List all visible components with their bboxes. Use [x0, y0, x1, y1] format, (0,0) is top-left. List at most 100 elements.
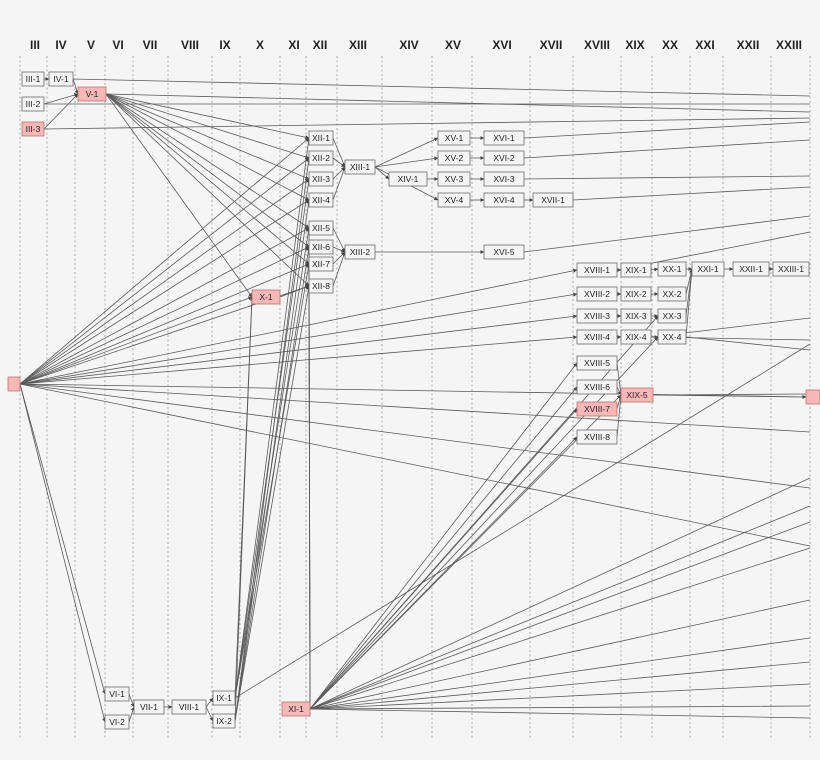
node-label: XVIII-7	[584, 404, 610, 414]
node-xii-7[interactable]: XII-7	[308, 256, 334, 272]
node-box	[620, 262, 652, 278]
node-xx-2[interactable]: XX-2	[657, 286, 687, 302]
node-ix-2[interactable]: IX-2	[212, 713, 236, 729]
column-header: XII	[313, 38, 328, 52]
node-xviii-4[interactable]: XVIII-4	[576, 329, 618, 345]
node-label: XX-3	[663, 311, 682, 321]
node-label: XX-2	[663, 289, 682, 299]
node-xix-3[interactable]: XIX-3	[620, 308, 652, 324]
node-xii-2[interactable]: XII-2	[308, 150, 334, 166]
node-xviii-1[interactable]: XVIII-1	[576, 262, 618, 278]
node-ix-1[interactable]: IX-1	[212, 690, 236, 706]
node-label: XIX-3	[625, 311, 647, 321]
node-label: XIX-1	[625, 265, 647, 275]
node-xvi-2[interactable]: XVI-2	[483, 150, 525, 166]
node-xvi-4[interactable]: XVI-4	[483, 192, 525, 208]
node-xi-1[interactable]: XI-1	[281, 701, 311, 717]
node-label: XIII-2	[350, 247, 371, 257]
node-viii-1[interactable]: VIII-1	[171, 699, 207, 715]
node-xxii-1[interactable]: XXII-1	[732, 261, 770, 277]
node-label: XV-4	[445, 195, 464, 205]
node-left-hub[interactable]	[7, 376, 21, 392]
node-box	[308, 150, 334, 166]
column-header: VII	[143, 38, 158, 52]
node-xv-2[interactable]: XV-2	[437, 150, 471, 166]
edge-IX-2-to-XII-4	[234, 199, 311, 722]
node-xxiii-1[interactable]: XXIII-1	[772, 261, 810, 277]
node-xxi-1[interactable]: XXI-1	[691, 261, 725, 277]
node-vi-2[interactable]: VI-2	[104, 714, 130, 730]
node-xix-5[interactable]: XIX-5	[620, 387, 654, 403]
node-right-edge-node[interactable]	[805, 389, 820, 405]
node-xii-4[interactable]: XII-4	[308, 192, 334, 208]
node-iii-2[interactable]: III-2	[21, 96, 45, 112]
node-xviii-8[interactable]: XVIII-8	[576, 429, 618, 445]
offscreen-edge	[19, 383, 811, 489]
node-xix-1[interactable]: XIX-1	[620, 262, 652, 278]
edge-VI-2-to-VII-1	[128, 706, 135, 723]
node-xx-3[interactable]: XX-3	[657, 308, 687, 324]
node-box	[437, 130, 471, 146]
node-xviii-7[interactable]: XVIII-7	[576, 401, 618, 417]
edge-XI-1-to-XX-3	[309, 315, 659, 710]
node-xviii-2[interactable]: XVIII-2	[576, 286, 618, 302]
node-label: XIX-4	[625, 332, 647, 342]
edge-IX-1-to-XII-7	[234, 263, 311, 699]
node-label: XII-1	[312, 133, 330, 143]
offscreen-edge	[309, 637, 811, 710]
node-xiii-1[interactable]: XIII-1	[344, 159, 376, 175]
node-vii-1[interactable]: VII-1	[133, 699, 165, 715]
node-box	[344, 244, 376, 260]
node-xx-1[interactable]: XX-1	[657, 261, 687, 277]
node-xii-3[interactable]: XII-3	[308, 171, 334, 187]
node-xii-1[interactable]: XII-1	[308, 130, 334, 146]
node-label: XIII-1	[350, 162, 371, 172]
node-xiv-1[interactable]: XIV-1	[388, 171, 428, 187]
offscreen-edge	[19, 383, 811, 433]
offscreen-edge	[309, 683, 811, 710]
edge-III-2-to-V-1	[43, 93, 79, 105]
node-xv-4[interactable]: XV-4	[437, 192, 471, 208]
node-xvii-1[interactable]: XVII-1	[532, 192, 574, 208]
node-xviii-3[interactable]: XVIII-3	[576, 308, 618, 324]
node-iii-3[interactable]: III-3	[21, 121, 45, 137]
node-iv-1[interactable]: IV-1	[48, 71, 74, 87]
node-xiii-2[interactable]: XIII-2	[344, 244, 376, 260]
column-header: VI	[112, 38, 123, 52]
node-xii-6[interactable]: XII-6	[308, 239, 334, 255]
node-xv-3[interactable]: XV-3	[437, 171, 471, 187]
node-xvi-3[interactable]: XVI-3	[483, 171, 525, 187]
column-header: XXI	[695, 38, 714, 52]
node-xvi-1[interactable]: XVI-1	[483, 130, 525, 146]
edge-IX-2-to-X-1	[234, 296, 254, 722]
node-box	[7, 376, 21, 392]
node-xii-5[interactable]: XII-5	[308, 220, 334, 236]
node-xv-1[interactable]: XV-1	[437, 130, 471, 146]
node-box	[483, 192, 525, 208]
node-label: XV-3	[445, 174, 464, 184]
edge-XI-1-to-XII-8	[307, 285, 312, 710]
node-label: IV-1	[53, 74, 68, 84]
node-label: XV-1	[445, 133, 464, 143]
node-box	[171, 699, 207, 715]
node-iii-1[interactable]: III-1	[21, 71, 45, 87]
node-xix-4[interactable]: XIX-4	[620, 329, 652, 345]
node-xviii-5[interactable]: XVIII-5	[576, 355, 618, 371]
node-label: VI-1	[109, 689, 125, 699]
edge-XVIII-8-to-XIX-5	[616, 394, 623, 438]
node-xix-2[interactable]: XIX-2	[620, 286, 652, 302]
node-xii-8[interactable]: XII-8	[308, 278, 334, 294]
edge-V-1-to-XII-4	[105, 93, 310, 201]
node-v-1[interactable]: V-1	[77, 86, 107, 102]
node-x-1[interactable]: X-1	[251, 289, 281, 305]
node-xviii-6[interactable]: XVIII-6	[576, 379, 618, 395]
node-label: XII-7	[312, 259, 330, 269]
node-vi-1[interactable]: VI-1	[104, 686, 130, 702]
node-label: XXI-1	[697, 264, 719, 274]
node-label: X-1	[259, 292, 273, 302]
node-xx-4[interactable]: XX-4	[657, 329, 687, 345]
node-xvi-5[interactable]: XVI-5	[483, 244, 525, 260]
node-label: XIV-1	[398, 174, 419, 184]
column-header: XXIII	[776, 38, 802, 52]
